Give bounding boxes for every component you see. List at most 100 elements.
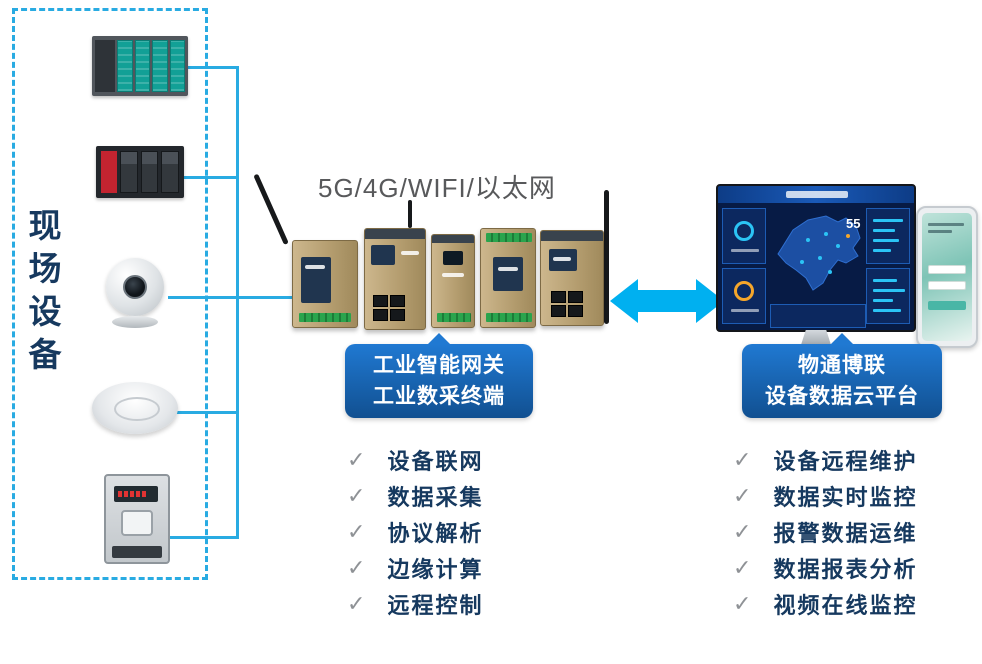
check-icon: ✓: [347, 591, 366, 616]
dashboard-stat: 55: [846, 216, 861, 231]
cloud-feature-list: ✓ 设备远程维护 ✓ 数据实时监控 ✓ 报警数据运维 ✓ 数据报表分析 ✓ 视频…: [733, 447, 918, 618]
plc-io-module: [134, 40, 150, 92]
energy-meter-device: [104, 474, 170, 564]
feature-label: 边缘计算: [387, 557, 484, 582]
gateway-device: [540, 230, 604, 326]
ethernet-port: [373, 309, 388, 321]
ethernet-port: [551, 305, 566, 317]
bar-chart-bar: [873, 249, 891, 252]
feature-label: 报警数据运维: [773, 521, 918, 546]
ethernet-port: [373, 295, 388, 307]
plc-power-module: [101, 151, 117, 193]
gauge-icon: [734, 221, 754, 241]
panel-caption: [731, 249, 759, 252]
bar-chart-bar: [873, 299, 893, 302]
dashboard-panel: [722, 268, 766, 324]
gateway-front-label: [371, 245, 395, 265]
feature-item: ✓ 报警数据运维: [733, 519, 917, 546]
smoke-detector-device: [92, 382, 178, 442]
gateway-front-label: [493, 257, 523, 291]
ethernet-port: [568, 291, 583, 303]
terminal-block: [437, 313, 471, 322]
gateway-device: [480, 228, 536, 328]
check-icon: ✓: [347, 555, 366, 580]
bar-chart-bar: [873, 279, 897, 282]
gateway-logo: [305, 265, 325, 269]
connector-line-vertical: [236, 66, 239, 539]
meter-digits: [118, 491, 148, 497]
gateway-device: [431, 234, 475, 328]
phone-text-line: [928, 223, 964, 226]
smoke-detector-ring: [114, 397, 160, 421]
check-icon: ✓: [347, 447, 366, 472]
feature-label: 设备远程维护: [773, 449, 918, 474]
phone-login-field: [928, 281, 966, 290]
china-map: [777, 215, 861, 291]
plc-module-device: [96, 146, 184, 198]
bar-chart-bar: [873, 289, 905, 292]
dashboard-title-placeholder: [786, 191, 848, 198]
feature-item: ✓ 数据采集: [347, 483, 483, 510]
gateway-logo: [401, 251, 419, 255]
ethernet-port: [390, 295, 405, 307]
camera-base: [112, 316, 158, 328]
ethernet-port: [551, 291, 566, 303]
field-devices-panel: [12, 8, 208, 580]
terminal-block: [486, 233, 532, 242]
gateway-feature-list: ✓ 设备联网 ✓ 数据采集 ✓ 协议解析 ✓ 边缘计算 ✓ 远程控制: [347, 447, 484, 618]
meter-dial: [121, 510, 153, 536]
check-icon: ✓: [733, 483, 752, 508]
feature-label: 数据报表分析: [773, 557, 918, 582]
gateway-cluster: [253, 173, 618, 338]
feature-item: ✓ 设备远程维护: [733, 447, 917, 474]
connector-line: [168, 536, 238, 539]
dashboard-panel: [866, 208, 910, 264]
gateway-callout-line2: 工业数采终端: [373, 385, 505, 408]
feature-item: ✓ 协议解析: [347, 519, 483, 546]
field-devices-label: 现场设备: [24, 208, 61, 380]
gateway-callout: 工业智能网关 工业数采终端: [345, 344, 533, 418]
sync-arrow-icon: [610, 279, 724, 323]
ethernet-port: [390, 309, 405, 321]
feature-label: 协议解析: [387, 521, 484, 546]
terminal-block: [486, 313, 532, 322]
camera-lens: [123, 275, 147, 299]
connector-line: [183, 176, 238, 179]
check-icon: ✓: [347, 519, 366, 544]
ethernet-ports: [551, 291, 583, 317]
check-icon: ✓: [347, 483, 366, 508]
bar-chart-bar: [873, 219, 903, 222]
phone-text-line: [928, 230, 952, 233]
panel-caption: [731, 309, 759, 312]
ethernet-port: [568, 305, 583, 317]
cloud-callout: 物通博联 设备数据云平台: [742, 344, 942, 418]
check-icon: ✓: [733, 555, 752, 580]
plc-io-module: [140, 151, 159, 193]
dashboard-panel: [770, 304, 866, 328]
gateway-logo: [498, 267, 518, 271]
gateway-top-cap: [432, 235, 474, 243]
check-icon: ✓: [733, 519, 752, 544]
dashboard-screen: 55: [716, 184, 916, 332]
ip-camera-device: [98, 258, 174, 332]
feature-label: 数据采集: [387, 485, 484, 510]
connector-line: [176, 411, 238, 414]
plc-io-module: [120, 151, 138, 193]
antenna-icon: [408, 200, 412, 228]
antenna-icon: [604, 190, 609, 324]
phone-login-field: [928, 265, 966, 274]
feature-label: 数据实时监控: [773, 485, 918, 510]
check-icon: ✓: [733, 447, 752, 472]
dashboard-panel: [722, 208, 766, 264]
phone-login-button: [928, 301, 966, 310]
bar-chart-bar: [873, 309, 901, 312]
feature-item: ✓ 视频在线监控: [733, 591, 917, 618]
plc-rack-device: [92, 36, 188, 96]
meter-terminals: [112, 546, 162, 558]
plc-cpu-module: [95, 40, 115, 92]
plc-io-module: [161, 151, 180, 193]
gateway-top-cap: [365, 229, 425, 239]
gateway-front-label: [301, 257, 331, 303]
dashboard-panel: [866, 268, 910, 324]
feature-item: ✓ 数据报表分析: [733, 555, 917, 582]
